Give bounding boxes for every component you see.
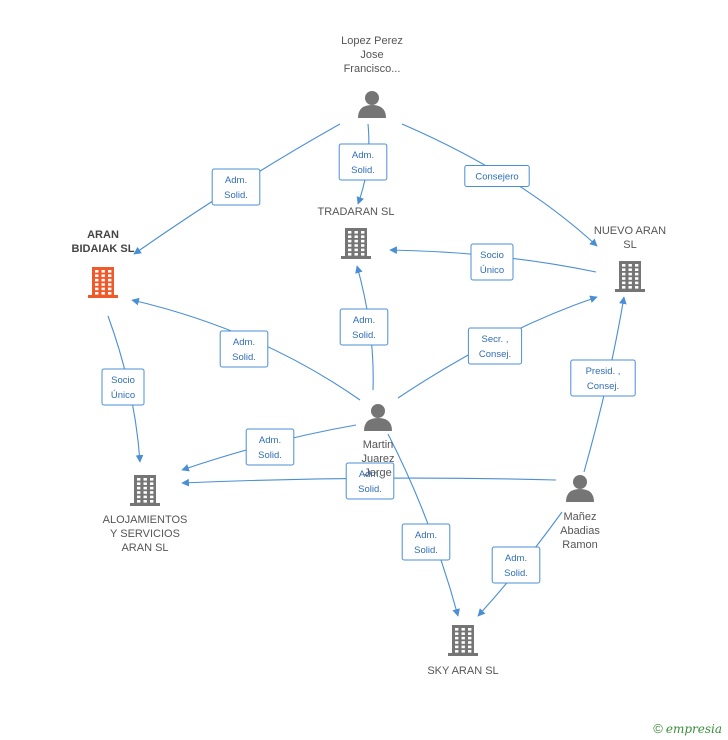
node-label: TRADARAN SL — [317, 206, 394, 218]
building-icon — [341, 228, 371, 259]
node-bidaiak[interactable]: ARAN BIDAIAK SL — [72, 229, 135, 298]
edge-label-text: Adm. — [415, 530, 437, 541]
node-label: Mañez — [563, 511, 596, 523]
edge-label-text: Único — [480, 265, 504, 276]
node-label: Lopez Perez — [341, 35, 403, 47]
edge-label-box — [101, 368, 145, 406]
edge-label-text: Solid. — [232, 352, 256, 363]
building-icon — [448, 625, 478, 656]
edge-label-text: Adm. — [259, 435, 281, 446]
node-alojamientos[interactable]: ALOJAMIENTOS Y SERVICIOS ARAN SL — [103, 475, 188, 554]
edge-label-lopez-to-bidaiak[interactable]: Adm. Solid. — [211, 168, 261, 206]
person-icon — [364, 404, 392, 431]
edge-label-lopez-to-nuevo[interactable]: Consejero — [464, 165, 530, 187]
edge-label-text: Socio — [480, 250, 504, 261]
edge-label-text: Adm. — [353, 315, 375, 326]
edge-label-text: Adm. — [225, 175, 247, 186]
node-label: Ramon — [562, 539, 597, 551]
node-label: Juarez — [361, 453, 394, 465]
node-label: Jose — [360, 49, 383, 61]
node-label: Y SERVICIOS — [110, 528, 180, 540]
node-label: ARAN — [87, 229, 119, 241]
brand-logo: empresia — [665, 722, 722, 736]
edge-label-manez-to-sky[interactable]: Adm. Solid. — [491, 546, 541, 584]
edge-martin-to-sky — [387, 433, 460, 617]
edge-label-text: Adm. — [233, 337, 255, 348]
node-nuevo[interactable]: NUEVO ARAN SL — [594, 225, 666, 292]
node-label: BIDAIAK SL — [72, 243, 135, 255]
node-label: SL — [623, 239, 636, 251]
edge-label-text: Solid. — [224, 190, 248, 201]
building-icon — [88, 267, 118, 298]
edge-label-text: Adm. — [352, 150, 374, 161]
edge-label-text: Presid. , — [586, 366, 621, 377]
edge-label-text: Consej. — [479, 349, 511, 360]
edge-label-text: Secr. , — [482, 334, 509, 345]
building-icon — [615, 261, 645, 292]
edge-label-text: Socio — [111, 375, 135, 386]
edge-label-box — [339, 308, 389, 346]
edge-label-text: Consej. — [587, 381, 619, 392]
edge-label-text: Solid. — [414, 545, 438, 556]
edge-label-box — [211, 168, 261, 206]
node-sky[interactable]: SKY ARAN SL — [427, 625, 499, 677]
edge-label-box — [338, 143, 388, 181]
brand-footer: ©empresia — [653, 721, 722, 736]
node-label: NUEVO ARAN — [594, 225, 666, 237]
copyright-icon: © — [653, 721, 663, 736]
edge-label-martin-to-tradaran[interactable]: Adm. Solid. — [339, 308, 389, 346]
node-lopez[interactable]: Lopez PerezJoseFrancisco... — [341, 35, 403, 118]
edge-label-text: Solid. — [351, 165, 375, 176]
edge-label-text: Solid. — [358, 484, 382, 495]
edge-label-box — [401, 523, 451, 561]
edge-label-martin-to-alojamientos[interactable]: Adm. Solid. — [245, 428, 295, 466]
edge-label-box — [219, 330, 269, 368]
node-label: ARAN SL — [121, 542, 168, 554]
node-label: Martin — [363, 439, 394, 451]
edge-label-text: Consejero — [475, 172, 518, 183]
edge-label-box — [464, 165, 530, 187]
node-tradaran[interactable]: TRADARAN SL — [317, 206, 395, 259]
edge-label-text: Adm. — [359, 469, 381, 480]
node-label: Abadias — [560, 525, 600, 537]
edge-label-manez-to-alojamientos[interactable]: Adm. Solid. — [345, 462, 395, 500]
person-icon — [358, 91, 386, 118]
edge-label-box — [470, 243, 514, 281]
edge-label-martin-to-bidaiak[interactable]: Adm. Solid. — [219, 330, 269, 368]
edge-label-box — [245, 428, 295, 466]
edge-label-martin-to-nuevo[interactable]: Secr. , Consej. — [467, 327, 523, 365]
edge-label-box — [570, 359, 636, 397]
edge-label-martin-to-sky[interactable]: Adm. Solid. — [401, 523, 451, 561]
edge-label-box — [345, 462, 395, 500]
node-label: SKY ARAN SL — [427, 665, 498, 677]
edge-label-text: Solid. — [352, 330, 376, 341]
edge-label-text: Adm. — [505, 553, 527, 564]
node-label: ALOJAMIENTOS — [103, 514, 188, 526]
edge-label-box — [491, 546, 541, 584]
node-label: Francisco... — [344, 63, 401, 75]
edge-label-box — [467, 327, 523, 365]
person-icon — [566, 475, 594, 502]
edge-label-lopez-to-tradaran[interactable]: Adm. Solid. — [338, 143, 388, 181]
edge-label-text: Solid. — [504, 568, 528, 579]
edge-label-text: Único — [111, 390, 135, 401]
edge-label-manez-to-nuevo[interactable]: Presid. , Consej. — [570, 359, 636, 397]
node-label: Jorge — [364, 467, 392, 479]
edge-label-text: Solid. — [258, 450, 282, 461]
building-icon — [130, 475, 160, 506]
